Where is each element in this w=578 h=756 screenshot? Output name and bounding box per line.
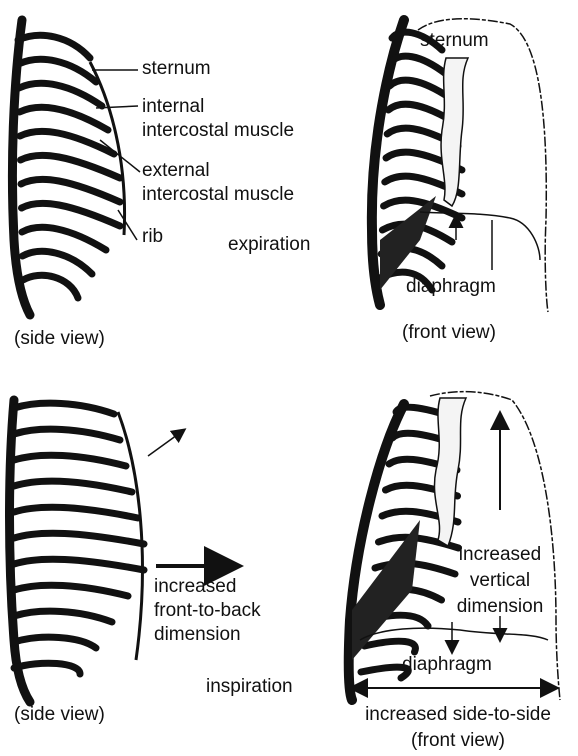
- upward-rib-arrow: [148, 430, 184, 456]
- inspiration-side-ribcage: [10, 400, 237, 702]
- rib: [20, 107, 109, 130]
- label-vertical-1: increased: [440, 544, 560, 566]
- rib: [391, 56, 446, 74]
- sternum-shape: [434, 398, 466, 546]
- label-front-sternum: sternum: [420, 30, 489, 52]
- rib: [14, 637, 96, 648]
- rib: [22, 203, 121, 226]
- rib: [14, 533, 144, 544]
- rib: [19, 83, 102, 106]
- rib: [14, 429, 120, 440]
- rib: [14, 481, 132, 492]
- spine-edge: [349, 404, 404, 700]
- rib: [14, 455, 126, 466]
- label-increased-ftb-3: dimension: [154, 624, 241, 646]
- label-vertical-2: vertical: [440, 570, 560, 592]
- label-side-view-bottom: (side view): [14, 704, 105, 726]
- label-external-intercostal: intercostal muscle: [142, 184, 294, 206]
- spine-edge: [10, 400, 31, 702]
- label-internal: internal: [142, 96, 204, 118]
- label-increased-ftb-2: front-to-back: [154, 600, 261, 622]
- rib: [20, 131, 114, 154]
- rib: [14, 585, 128, 596]
- rib: [22, 227, 106, 250]
- rib: [19, 59, 97, 82]
- costal-margin: [118, 412, 142, 660]
- rib: [14, 663, 80, 674]
- rib: [14, 507, 138, 518]
- rib: [23, 251, 93, 274]
- rib-set: [14, 403, 144, 674]
- label-expiration: expiration: [228, 234, 310, 256]
- label-side-to-side: increased side-to-side: [340, 704, 576, 726]
- label-side-view-top: (side view): [14, 328, 105, 350]
- chest-outline: [418, 19, 548, 312]
- label-vertical-3: dimension: [440, 596, 560, 618]
- rib: [21, 179, 120, 202]
- label-front-view-bottom: (front view): [340, 730, 576, 752]
- rib: [14, 611, 112, 622]
- label-external: external: [142, 160, 210, 182]
- label-inspiration: inspiration: [206, 676, 293, 698]
- rib-set: [18, 35, 120, 298]
- rib: [21, 155, 121, 178]
- rib: [18, 35, 90, 58]
- label-diaphragm-bottom: diaphragm: [402, 654, 492, 676]
- label-front-diaphragm: diaphragm: [406, 276, 496, 298]
- label-sternum: sternum: [142, 58, 211, 80]
- rib: [390, 80, 450, 98]
- rib: [14, 559, 144, 570]
- label-rib: rib: [142, 226, 163, 248]
- rib: [23, 275, 78, 298]
- label-front-view-top: (front view): [402, 322, 496, 344]
- label-increased-ftb-1: increased: [154, 576, 236, 598]
- sternum-shape: [441, 58, 468, 206]
- expiration-side-ribcage: [12, 20, 124, 315]
- expiration-front-ribcage: [372, 19, 548, 312]
- label-internal-intercostal: intercostal muscle: [142, 120, 294, 142]
- rib: [365, 641, 416, 652]
- rib: [14, 403, 114, 414]
- diaphragm-curve: [360, 628, 548, 640]
